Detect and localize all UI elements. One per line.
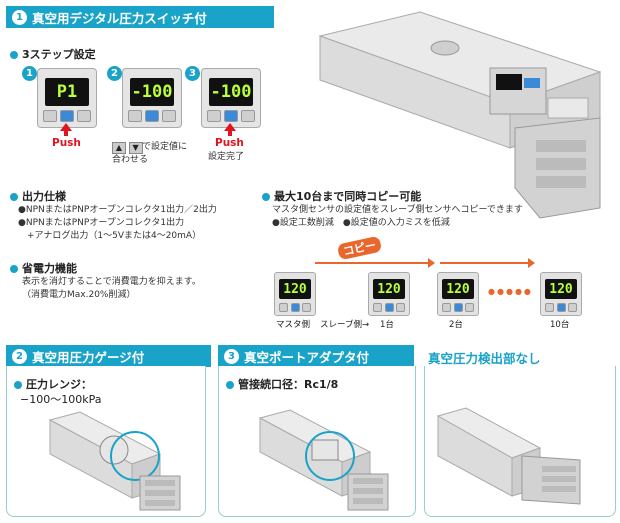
bullet-icon	[10, 193, 18, 201]
copy-slave10-switch: 120	[540, 272, 582, 316]
copy-label-1: 1台	[380, 320, 394, 330]
section2-number: 2	[12, 348, 27, 364]
output-line3: +アナログ出力（1～5Vまたは4～20mA）	[18, 231, 202, 241]
step2-display: -100	[130, 78, 174, 106]
section3-item-title-text: 管接続口径：Rc1/8	[238, 378, 339, 391]
power-line1: 表示を消灯することで消費電力を抑えます。	[22, 277, 201, 287]
step3-push: Push	[215, 137, 244, 149]
copy-label: コピー	[336, 235, 383, 261]
step3-switch: -100	[201, 68, 261, 128]
copy-arrow-2	[440, 262, 530, 264]
copy-label-10: 10台	[550, 320, 570, 330]
copy-slave10-display: 120	[545, 279, 577, 299]
copy-label-slave: スレーブ側→	[320, 320, 370, 330]
section2-title: 真空用圧力ゲージ付	[32, 349, 145, 365]
step2-switch: -100	[122, 68, 182, 128]
step1-switch: P1	[37, 68, 97, 128]
copy-slave2-display: 120	[442, 279, 474, 299]
copy-label-master: マスタ側	[276, 320, 311, 330]
section2-item-value: −100〜100kPa	[20, 393, 102, 406]
power-line2: （消費電力Max.20%削減）	[22, 290, 136, 300]
bullet-icon	[14, 381, 22, 389]
steps-title: 3ステップ設定	[10, 46, 96, 62]
output-title: 出力仕様	[10, 188, 66, 204]
section2-item-title: 圧力レンジ：	[14, 376, 92, 392]
copy-title-text: 最大10台まで同時コピー可能	[274, 190, 422, 203]
step3-display: -100	[209, 78, 253, 106]
slave10-buttons	[545, 303, 577, 312]
copy-label-2: 2台	[449, 320, 463, 330]
step2-key-icons: ▲ ▼	[112, 142, 143, 154]
master-buttons	[279, 303, 311, 312]
step3-note: 設定完了	[208, 152, 245, 162]
step3-arrow	[228, 130, 232, 136]
copy-master-display: 120	[279, 279, 311, 299]
step2-number: 2	[107, 66, 122, 81]
copy-title: 最大10台まで同時コピー可能	[262, 188, 421, 204]
slave2-buttons	[442, 303, 474, 312]
section2-product-image	[40, 406, 200, 516]
output-line1: ●NPNまたはPNPオープンコレクタ1出力／2出力	[18, 205, 217, 215]
step1-arrow	[64, 130, 68, 136]
product-image-main	[300, 8, 612, 224]
copy-slave1-display: 120	[373, 279, 405, 299]
bullet-icon	[10, 265, 18, 273]
section3-header: 3 真空ポートアダプタ付	[218, 345, 414, 367]
bullet-icon	[226, 381, 234, 389]
copy-line1: マスタ側センサの設定値をスレーブ側センサへコピーできます	[272, 205, 523, 215]
output-title-text: 出力仕様	[22, 190, 66, 203]
step2-note1: で設定値に	[142, 142, 188, 152]
power-title-text: 省電力機能	[22, 262, 77, 275]
section2-header: 2 真空用圧力ゲージ付	[6, 345, 211, 367]
section3-product-image	[250, 400, 410, 516]
step3-number: 3	[185, 66, 200, 81]
bullet-icon	[10, 51, 18, 59]
slave1-buttons	[373, 303, 405, 312]
step3-arrow-head	[224, 123, 236, 131]
step1-number: 1	[22, 66, 37, 81]
section4-title: 真空圧力検出部なし	[428, 351, 541, 366]
section1-number: 1	[12, 9, 27, 25]
step2-note2: 合わせる	[112, 155, 149, 165]
step2-buttons	[128, 110, 176, 122]
section3-item-title: 管接続口径：Rc1/8	[226, 376, 338, 392]
section1-header: 1 真空用デジタル圧力スイッチ付	[6, 6, 274, 28]
copy-master-switch: 120	[274, 272, 316, 316]
section3-number: 3	[224, 348, 239, 364]
section1-title: 真空用デジタル圧力スイッチ付	[32, 10, 207, 26]
power-title: 省電力機能	[10, 260, 77, 276]
copy-slave1-switch: 120	[368, 272, 410, 316]
copy-ellipsis: ●●●●●	[488, 287, 533, 296]
step1-buttons	[43, 110, 91, 122]
step3-buttons	[207, 110, 255, 122]
bullet-icon	[262, 193, 270, 201]
copy-slave2-switch: 120	[437, 272, 479, 316]
steps-title-text: 3ステップ設定	[22, 48, 96, 61]
section3-title: 真空ポートアダプタ付	[244, 349, 370, 365]
section4-product-image	[430, 400, 614, 516]
section2-item-title-text: 圧力レンジ：	[26, 378, 92, 391]
copy-arrow-head	[428, 258, 435, 268]
copy-arrow	[315, 262, 431, 264]
step1-push: Push	[52, 137, 81, 149]
step1-display: P1	[45, 78, 89, 106]
step1-arrow-head	[60, 123, 72, 131]
copy-arrow-head-2	[528, 258, 535, 268]
copy-line2: ●設定工数削減 ●設定値の入力ミスを低減	[272, 218, 450, 228]
output-line2: ●NPNまたはPNPオープンコレクタ1出力	[18, 218, 185, 228]
